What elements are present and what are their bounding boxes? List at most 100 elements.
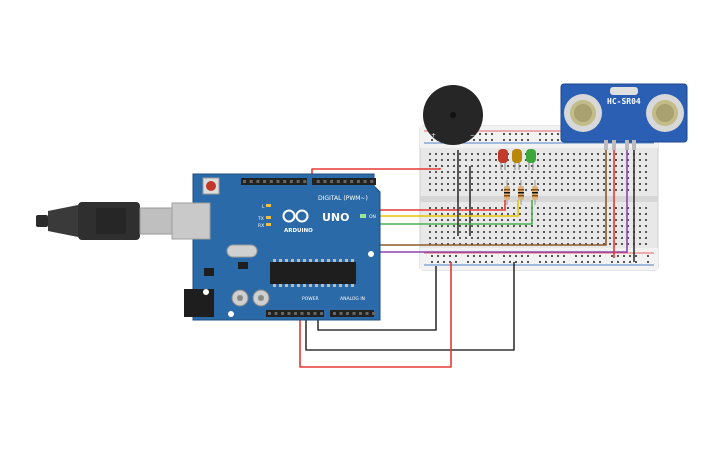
breadboard-hole[interactable] — [639, 219, 641, 221]
breadboard-rail-hole[interactable] — [623, 255, 625, 257]
breadboard-hole[interactable] — [441, 207, 443, 209]
breadboard-hole[interactable] — [603, 159, 605, 161]
breadboard-hole[interactable] — [453, 237, 455, 239]
breadboard-rail-hole[interactable] — [521, 255, 523, 257]
breadboard-hole[interactable] — [429, 189, 431, 191]
breadboard-hole[interactable] — [615, 231, 617, 233]
breadboard-hole[interactable] — [507, 237, 509, 239]
breadboard-hole[interactable] — [453, 219, 455, 221]
breadboard-hole[interactable] — [447, 231, 449, 233]
breadboard-hole[interactable] — [555, 171, 557, 173]
breadboard-rail-hole[interactable] — [563, 261, 565, 263]
breadboard-hole[interactable] — [513, 237, 515, 239]
power-analog-pin[interactable] — [274, 312, 278, 315]
breadboard-hole[interactable] — [639, 243, 641, 245]
breadboard-hole[interactable] — [603, 171, 605, 173]
breadboard-rail-hole[interactable] — [575, 255, 577, 257]
breadboard-rail-hole[interactable] — [443, 261, 445, 263]
breadboard-hole[interactable] — [453, 189, 455, 191]
breadboard-hole[interactable] — [609, 177, 611, 179]
breadboard-hole[interactable] — [531, 225, 533, 227]
breadboard-hole[interactable] — [591, 213, 593, 215]
breadboard-hole[interactable] — [597, 177, 599, 179]
breadboard-hole[interactable] — [471, 189, 473, 191]
breadboard-hole[interactable] — [471, 219, 473, 221]
breadboard-rail-hole[interactable] — [503, 139, 505, 141]
breadboard-hole[interactable] — [429, 243, 431, 245]
breadboard-hole[interactable] — [645, 171, 647, 173]
breadboard-hole[interactable] — [645, 177, 647, 179]
breadboard-rail-hole[interactable] — [557, 133, 559, 135]
breadboard-hole[interactable] — [561, 207, 563, 209]
breadboard-hole[interactable] — [453, 231, 455, 233]
breadboard-hole[interactable] — [447, 219, 449, 221]
breadboard-hole[interactable] — [489, 177, 491, 179]
breadboard-rail-hole[interactable] — [539, 133, 541, 135]
breadboard-rail-hole[interactable] — [431, 255, 433, 257]
breadboard-hole[interactable] — [459, 207, 461, 209]
breadboard-hole[interactable] — [597, 219, 599, 221]
breadboard-rail-hole[interactable] — [479, 133, 481, 135]
arduino-board[interactable]: DIGITAL (PWM~) ARDUINO UNO L TX RX ON — [36, 173, 381, 321]
breadboard-rail-hole[interactable] — [449, 255, 451, 257]
breadboard-hole[interactable] — [435, 219, 437, 221]
breadboard-hole[interactable] — [429, 207, 431, 209]
breadboard-hole[interactable] — [477, 219, 479, 221]
breadboard-hole[interactable] — [645, 225, 647, 227]
breadboard-hole[interactable] — [573, 171, 575, 173]
breadboard-hole[interactable] — [525, 225, 527, 227]
breadboard-hole[interactable] — [627, 237, 629, 239]
breadboard-hole[interactable] — [441, 243, 443, 245]
breadboard-hole[interactable] — [495, 213, 497, 215]
breadboard-rail-hole[interactable] — [467, 255, 469, 257]
breadboard-hole[interactable] — [453, 213, 455, 215]
breadboard-hole[interactable] — [435, 177, 437, 179]
breadboard-hole[interactable] — [537, 171, 539, 173]
breadboard-hole[interactable] — [507, 177, 509, 179]
breadboard-hole[interactable] — [543, 159, 545, 161]
breadboard-hole[interactable] — [549, 225, 551, 227]
breadboard-rail-hole[interactable] — [509, 261, 511, 263]
breadboard-hole[interactable] — [591, 243, 593, 245]
digital-pin[interactable] — [350, 180, 354, 183]
breadboard-hole[interactable] — [501, 231, 503, 233]
breadboard-rail-hole[interactable] — [593, 255, 595, 257]
breadboard-hole[interactable] — [483, 243, 485, 245]
sensor-pin[interactable] — [625, 140, 629, 150]
breadboard-rail-hole[interactable] — [545, 133, 547, 135]
breadboard-hole[interactable] — [429, 219, 431, 221]
breadboard-hole[interactable] — [645, 153, 647, 155]
power-analog-pin[interactable] — [346, 312, 349, 315]
breadboard-hole[interactable] — [597, 237, 599, 239]
breadboard-hole[interactable] — [555, 153, 557, 155]
breadboard-hole[interactable] — [531, 171, 533, 173]
breadboard-hole[interactable] — [489, 237, 491, 239]
breadboard-hole[interactable] — [639, 213, 641, 215]
breadboard-hole[interactable] — [609, 183, 611, 185]
breadboard-hole[interactable] — [489, 159, 491, 161]
breadboard-rail-hole[interactable] — [473, 261, 475, 263]
breadboard-hole[interactable] — [555, 183, 557, 185]
breadboard-rail-hole[interactable] — [521, 261, 523, 263]
breadboard-rail-hole[interactable] — [563, 255, 565, 257]
breadboard-rail-hole[interactable] — [527, 261, 529, 263]
breadboard-hole[interactable] — [435, 243, 437, 245]
breadboard-hole[interactable] — [453, 183, 455, 185]
breadboard-hole[interactable] — [525, 207, 527, 209]
breadboard-hole[interactable] — [435, 183, 437, 185]
breadboard-hole[interactable] — [429, 183, 431, 185]
breadboard-hole[interactable] — [573, 183, 575, 185]
breadboard-hole[interactable] — [627, 207, 629, 209]
breadboard-hole[interactable] — [573, 189, 575, 191]
breadboard-rail-hole[interactable] — [587, 255, 589, 257]
breadboard-hole[interactable] — [579, 243, 581, 245]
breadboard-hole[interactable] — [495, 243, 497, 245]
breadboard-hole[interactable] — [591, 183, 593, 185]
breadboard-hole[interactable] — [555, 237, 557, 239]
breadboard-rail-hole[interactable] — [491, 139, 493, 141]
breadboard-hole[interactable] — [627, 225, 629, 227]
breadboard-hole[interactable] — [453, 171, 455, 173]
breadboard-hole[interactable] — [537, 165, 539, 167]
digital-pin[interactable] — [370, 180, 374, 183]
breadboard-hole[interactable] — [627, 177, 629, 179]
